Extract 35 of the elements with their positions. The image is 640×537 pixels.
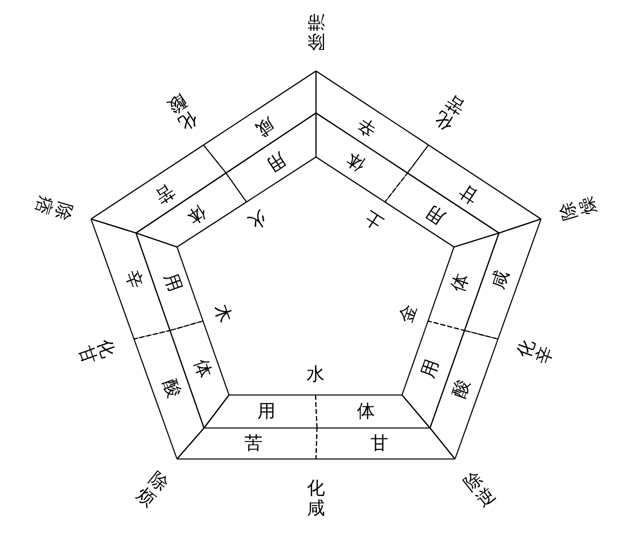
element-label: 木 (210, 302, 234, 326)
flavor-text: 甘 (370, 434, 388, 452)
flavor-text: 辛 (354, 113, 380, 138)
element-label: 土 (362, 206, 386, 232)
flavor-text: 用 (420, 357, 443, 380)
flavor-text: 苦 (244, 434, 262, 452)
flavor-text: 甘 (456, 180, 482, 205)
effect-label: 除烦 (132, 469, 172, 512)
flavor-text: 用 (257, 402, 276, 420)
flavor-text: 酸 (450, 378, 474, 401)
flavor-text: 用 (264, 148, 289, 174)
effect-label: 除痞 (30, 193, 74, 222)
transform-label: 化酸 (163, 90, 200, 134)
flavor-text: 用 (160, 271, 183, 294)
effect-label: 除燥 (558, 193, 602, 222)
flavor-text: 体 (450, 271, 473, 294)
flavor-text: 咸 (252, 113, 278, 138)
transform-label: 化辛 (514, 337, 558, 368)
element-label: 水 (306, 366, 324, 384)
flavor-text: 体 (357, 402, 376, 420)
flavor-text: 体 (190, 357, 213, 380)
transform-label: 化苦 (432, 90, 469, 134)
flavor-text: 苦 (152, 180, 177, 205)
transform-label: 化甘 (74, 337, 118, 368)
flavor-text: 酸 (160, 378, 183, 401)
effect-label: 除滞 (307, 11, 325, 51)
effect-label: 除逆 (460, 469, 500, 512)
flavor-text: 用 (424, 201, 449, 226)
element-label: 火 (245, 206, 270, 232)
flavor-text: 体 (184, 201, 209, 226)
element-label: 金 (398, 302, 421, 326)
transform-label: 化咸 (307, 479, 325, 519)
flavor-text: 辛 (121, 268, 144, 292)
flavor-text: 咸 (489, 268, 512, 292)
flavor-text: 体 (344, 148, 369, 174)
